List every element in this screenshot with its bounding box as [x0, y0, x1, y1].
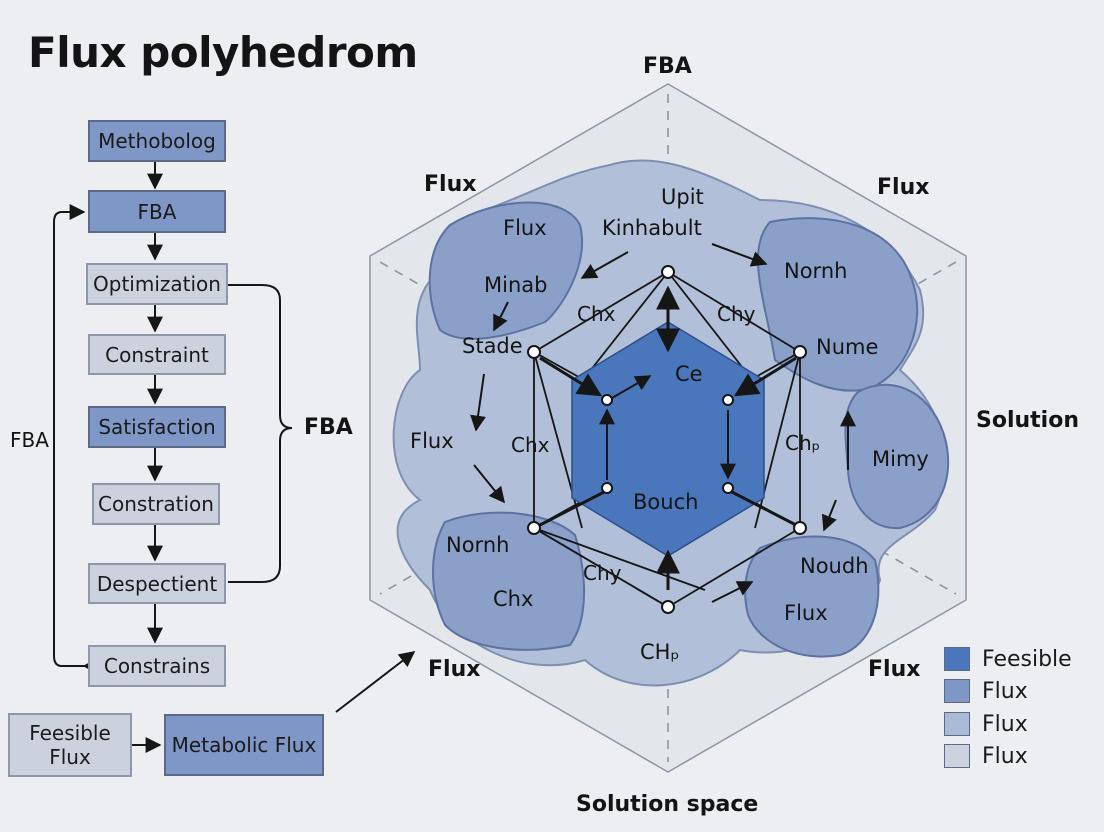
region-arrows — [470, 243, 856, 603]
thin-core-arrows — [599, 375, 736, 480]
edge-label-right: Chₚ — [785, 431, 821, 455]
core-label-lower: Bouch — [633, 490, 699, 514]
lobe-lower-left — [432, 511, 585, 651]
metabolic-flux-box: Metabolic Flux — [164, 714, 324, 776]
legend-item-flux-2: Flux — [944, 711, 1028, 737]
core-arrows — [539, 285, 797, 590]
region-left: Flux — [410, 429, 454, 453]
region-lower-right-top: Noudh — [800, 554, 869, 578]
legend-item-flux-3: Flux — [944, 743, 1028, 769]
flow-box-methobolog: Methobolog — [88, 120, 226, 162]
flow-box-fba: FBA — [88, 190, 226, 233]
legend-swatch — [944, 712, 970, 736]
region-lower-left-bottom: Chx — [493, 587, 534, 611]
legend-label: Feesible — [982, 646, 1072, 672]
lobe-right — [844, 383, 950, 530]
region-top-line1: Upit — [661, 185, 704, 209]
edge-label-top-left: Chx — [577, 302, 616, 326]
region-lower-right-bottom: Flux — [784, 601, 828, 625]
outer-label-right: Solution — [976, 408, 1079, 433]
legend-label: Flux — [982, 678, 1028, 704]
node-label-upper-right: Nume — [816, 335, 879, 359]
lobe-upper-left — [428, 201, 583, 340]
region-right-lobe: Mimy — [872, 447, 929, 471]
flow-box-optimization: Optimization — [86, 263, 228, 305]
edge-label-left: Chx — [511, 433, 550, 457]
region-top-line2: Kinhabult — [602, 216, 702, 240]
outer-label-lower-left: Flux — [428, 657, 481, 682]
region-lower-left-top: Nornh — [446, 533, 510, 557]
legend-swatch — [944, 679, 970, 703]
flow-box-constration: Constration — [92, 483, 220, 525]
feasible-flux-box: Feesible Flux — [8, 713, 132, 777]
page-title: Flux polyhedrom — [28, 28, 418, 77]
legend-swatch — [944, 744, 970, 768]
edge-label-bottom-left: Chy — [583, 561, 622, 585]
region-upper-left-inner: Minab — [484, 273, 548, 297]
outer-label-upper-right: Flux — [877, 175, 930, 200]
flowchart-arrows — [53, 162, 416, 753]
legend-label: Flux — [982, 711, 1028, 737]
flow-left-label: FBA — [10, 428, 49, 452]
lobe-lower-right — [744, 535, 880, 658]
flow-box-constrains: Constrains — [88, 645, 226, 687]
edge-label-top-right: Chy — [717, 302, 756, 326]
legend-item-feesible: Feesible — [944, 646, 1072, 672]
outer-label-top: FBA — [643, 54, 692, 79]
flow-box-despectient: Despectient — [88, 563, 226, 604]
region-upper-left-lobe: Flux — [503, 216, 547, 240]
node-label-upper-left: Stade — [462, 334, 523, 358]
outer-label-bottom: Solution space — [576, 792, 759, 817]
flow-box-satisfaction: Satisfaction — [88, 406, 226, 448]
legend-item-flux-1: Flux — [944, 678, 1028, 704]
outer-label-upper-left: Flux — [424, 172, 477, 197]
flow-box-constraint: Constraint — [88, 334, 226, 375]
region-upper-right-lobe: Nornh — [784, 259, 848, 283]
flow-brace-label: FBA — [304, 415, 353, 440]
polyhedron-nodes — [527, 265, 807, 614]
core-label-upper: Ce — [675, 362, 703, 386]
legend-swatch — [944, 647, 970, 671]
outer-label-lower-right: Flux — [868, 657, 921, 682]
node-label-bottom: CHₚ — [640, 640, 680, 664]
legend-label: Flux — [982, 743, 1028, 769]
